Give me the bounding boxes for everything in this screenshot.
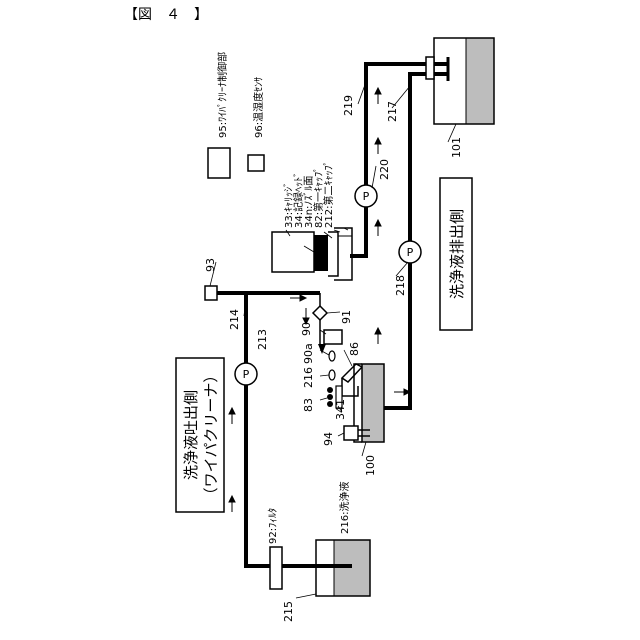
ref-93: 93 [204, 258, 217, 272]
ref-220: 220 [378, 159, 391, 180]
filter-block [270, 547, 282, 589]
recording-head [314, 235, 328, 271]
discharge-side-label: 洗浄液排出側 [448, 209, 466, 299]
roller-83-b [327, 394, 333, 400]
ref-91: 91 [340, 310, 353, 324]
ref-218: 218 [394, 275, 407, 296]
arrow-tray-out [394, 389, 410, 395]
ref-94: 94 [322, 432, 335, 446]
sensor-box [248, 155, 264, 171]
waste-tank [426, 38, 494, 124]
ref-215: 215 [282, 601, 295, 622]
ref-213: 213 [256, 329, 269, 350]
ref-101: 101 [450, 137, 463, 158]
label-temp-sensor: 96:温湿度ｾﾝｻ [252, 77, 265, 138]
arrow-up-218 [375, 328, 381, 344]
label-cleaning-liquid: 216:洗浄液 [338, 482, 351, 534]
supply-pipes [212, 64, 448, 566]
arrow-up-220 [375, 138, 381, 154]
label-filter: 92:ﾌｨﾙﾀ [267, 508, 279, 544]
ref-86: 86 [348, 342, 361, 356]
valve-91 [313, 306, 327, 320]
ejection-side-label: 洗浄液吐出側 [182, 390, 200, 480]
carriage-assembly [272, 228, 352, 280]
roller-83-a [327, 387, 333, 393]
arrow-supply-3 [290, 295, 306, 301]
label-wiper-controller: 95:ﾜｲﾊﾟｸﾘｰﾅ制御部 [216, 52, 229, 138]
wiper-86 [342, 364, 362, 382]
arrow-supply-1 [229, 496, 235, 512]
arrow-up-cap [375, 220, 381, 236]
ref-100: 100 [364, 455, 377, 476]
tank-port-upper [426, 57, 434, 79]
wiper-controller-box [208, 148, 230, 178]
pump-220-symbol: P [363, 190, 370, 203]
pump-213-symbol: P [243, 368, 250, 381]
droplet-216 [329, 370, 335, 380]
ref-341: 341 [334, 399, 347, 420]
arrow-up-217 [375, 88, 381, 104]
pump-213: P [235, 363, 257, 385]
pump-218-symbol: P [407, 246, 414, 259]
ref-217: 217 [386, 101, 399, 122]
ref-219: 219 [342, 95, 355, 116]
arrow-down-valve [303, 308, 309, 324]
pump-220: P [355, 185, 377, 207]
label-second-cap: 212:第二ｷｬｯﾌﾟ [322, 161, 335, 228]
ejection-side-sublabel: （ワイパクリーナ） [202, 368, 220, 503]
droplet-90a [329, 351, 335, 361]
ref-83: 83 [302, 398, 315, 412]
first-cap [328, 232, 338, 276]
ref-214: 214 [228, 309, 241, 330]
ref-90a: 90a [302, 343, 315, 364]
nozzle-90 [318, 320, 342, 354]
waste-tank-liquid [466, 38, 494, 124]
ref-216: 216 [302, 367, 315, 388]
roller-83-c [327, 401, 333, 407]
ref-90: 90 [300, 322, 313, 336]
carriage-body [272, 232, 314, 272]
sensor-93 [205, 286, 217, 300]
arrow-supply-2 [229, 408, 235, 424]
pump-218: P [399, 241, 421, 263]
